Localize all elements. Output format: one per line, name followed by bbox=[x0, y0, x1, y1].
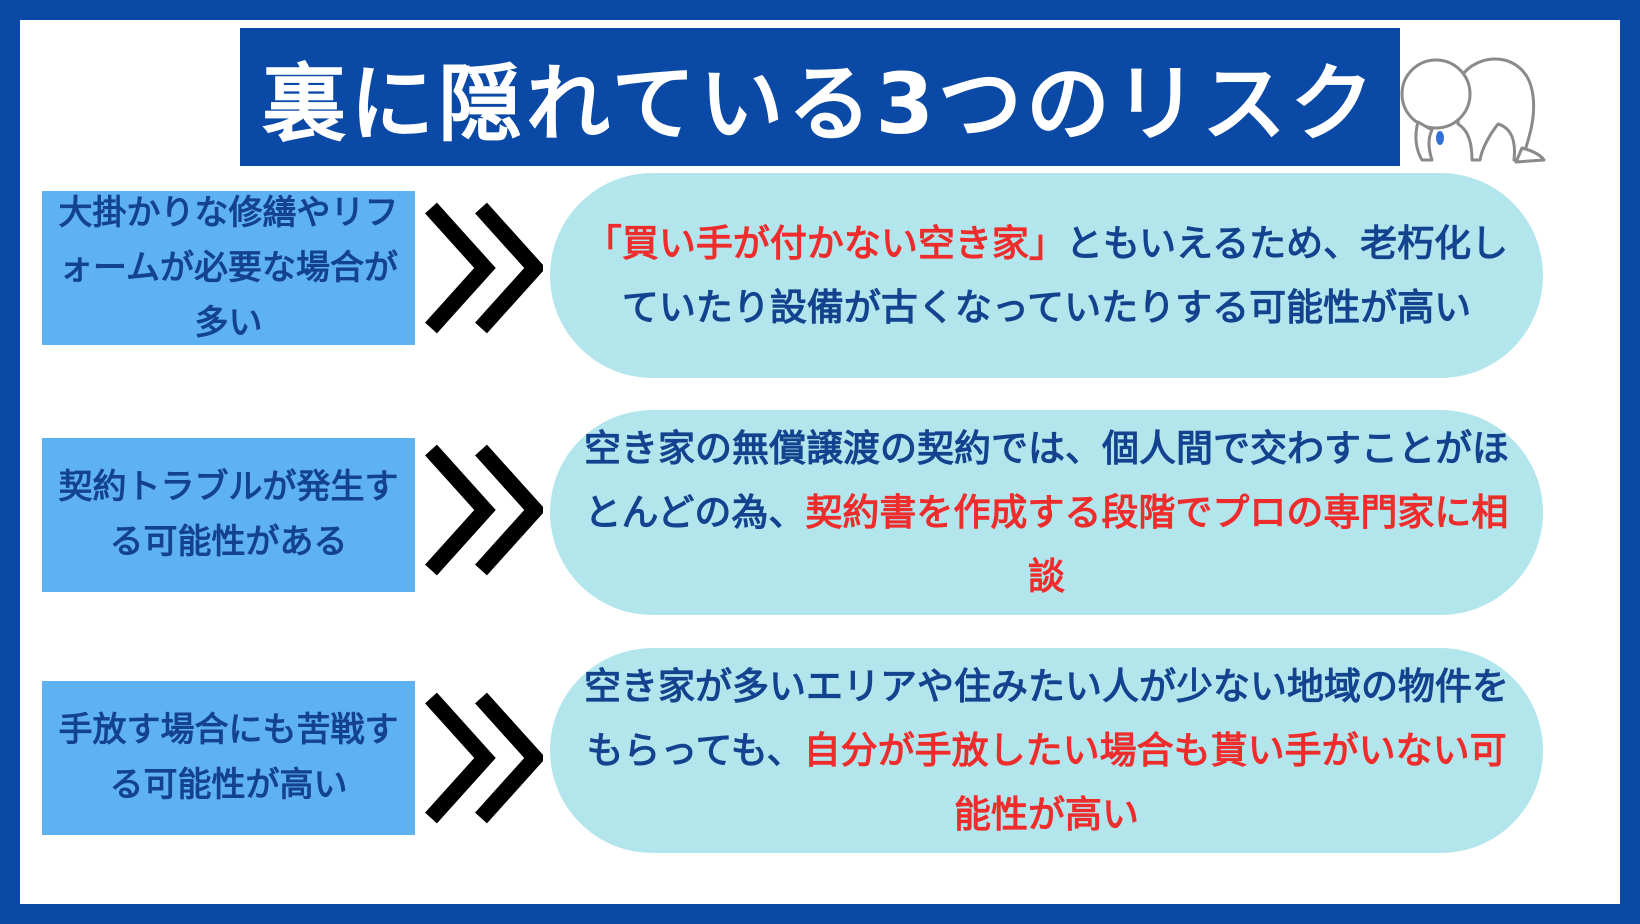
risk-description-2-text: 空き家の無償譲渡の契約では、個人間で交わすことがほとんどの為、契約書を作成する段… bbox=[584, 417, 1509, 609]
risk-label-3: 手放す場合にも苦戦する可能性が高い bbox=[42, 681, 415, 835]
double-chevron-right-icon bbox=[425, 444, 543, 576]
risk-description-1-text: 「買い手が付かない空き家」ともいえるため、老朽化していたり設備が古くなっていたり… bbox=[584, 212, 1509, 340]
risk-description-2: 空き家の無償譲渡の契約では、個人間で交わすことがほとんどの為、契約書を作成する段… bbox=[550, 410, 1543, 615]
risk-description-3: 空き家が多いエリアや住みたい人が少ない地域の物件をもらっても、自分が手放したい場… bbox=[550, 648, 1543, 853]
desc-1-body: ともいえるため、老朽化していたり設備が古くなっていたりする可能性が高い bbox=[621, 221, 1509, 329]
page-title: 裏に隠れている3つのリスク bbox=[262, 54, 1378, 153]
title-banner: 裏に隠れている3つのリスク bbox=[240, 28, 1400, 166]
double-chevron-right-icon bbox=[425, 202, 543, 334]
crying-figure-on-knees-icon bbox=[1400, 57, 1546, 164]
desc-2-highlight: 契約書を作成する段階でプロの専門家に相談 bbox=[805, 490, 1509, 598]
risk-label-2-text: 契約トラブルが発生する可能性がある bbox=[58, 467, 399, 562]
risk-label-3-text: 手放す場合にも苦戦する可能性が高い bbox=[58, 710, 399, 805]
risk-label-2: 契約トラブルが発生する可能性がある bbox=[42, 438, 415, 592]
risk-description-3-text: 空き家が多いエリアや住みたい人が少ない地域の物件をもらっても、自分が手放したい場… bbox=[584, 655, 1509, 847]
risk-label-1: 大掛かりな修繕やリフォームが必要な場合が多い bbox=[42, 191, 415, 345]
desc-3-highlight: 自分が手放したい場合も貰い手がいない可能性が高い bbox=[803, 728, 1507, 836]
risk-description-1: 「買い手が付かない空き家」ともいえるため、老朽化していたり設備が古くなっていたり… bbox=[550, 173, 1543, 378]
desc-2-body: 空き家の無償譲渡の契約では、個人間で交わすことがほとんどの為、 bbox=[584, 426, 1509, 534]
desc-1-highlight: 「買い手が付かない空き家」 bbox=[584, 221, 1066, 265]
desc-3-body: 空き家が多いエリアや住みたい人が少ない地域の物件をもらっても、 bbox=[584, 664, 1509, 772]
double-chevron-right-icon bbox=[425, 692, 543, 824]
risk-label-1-text: 大掛かりな修繕やリフォームが必要な場合が多い bbox=[58, 192, 399, 343]
